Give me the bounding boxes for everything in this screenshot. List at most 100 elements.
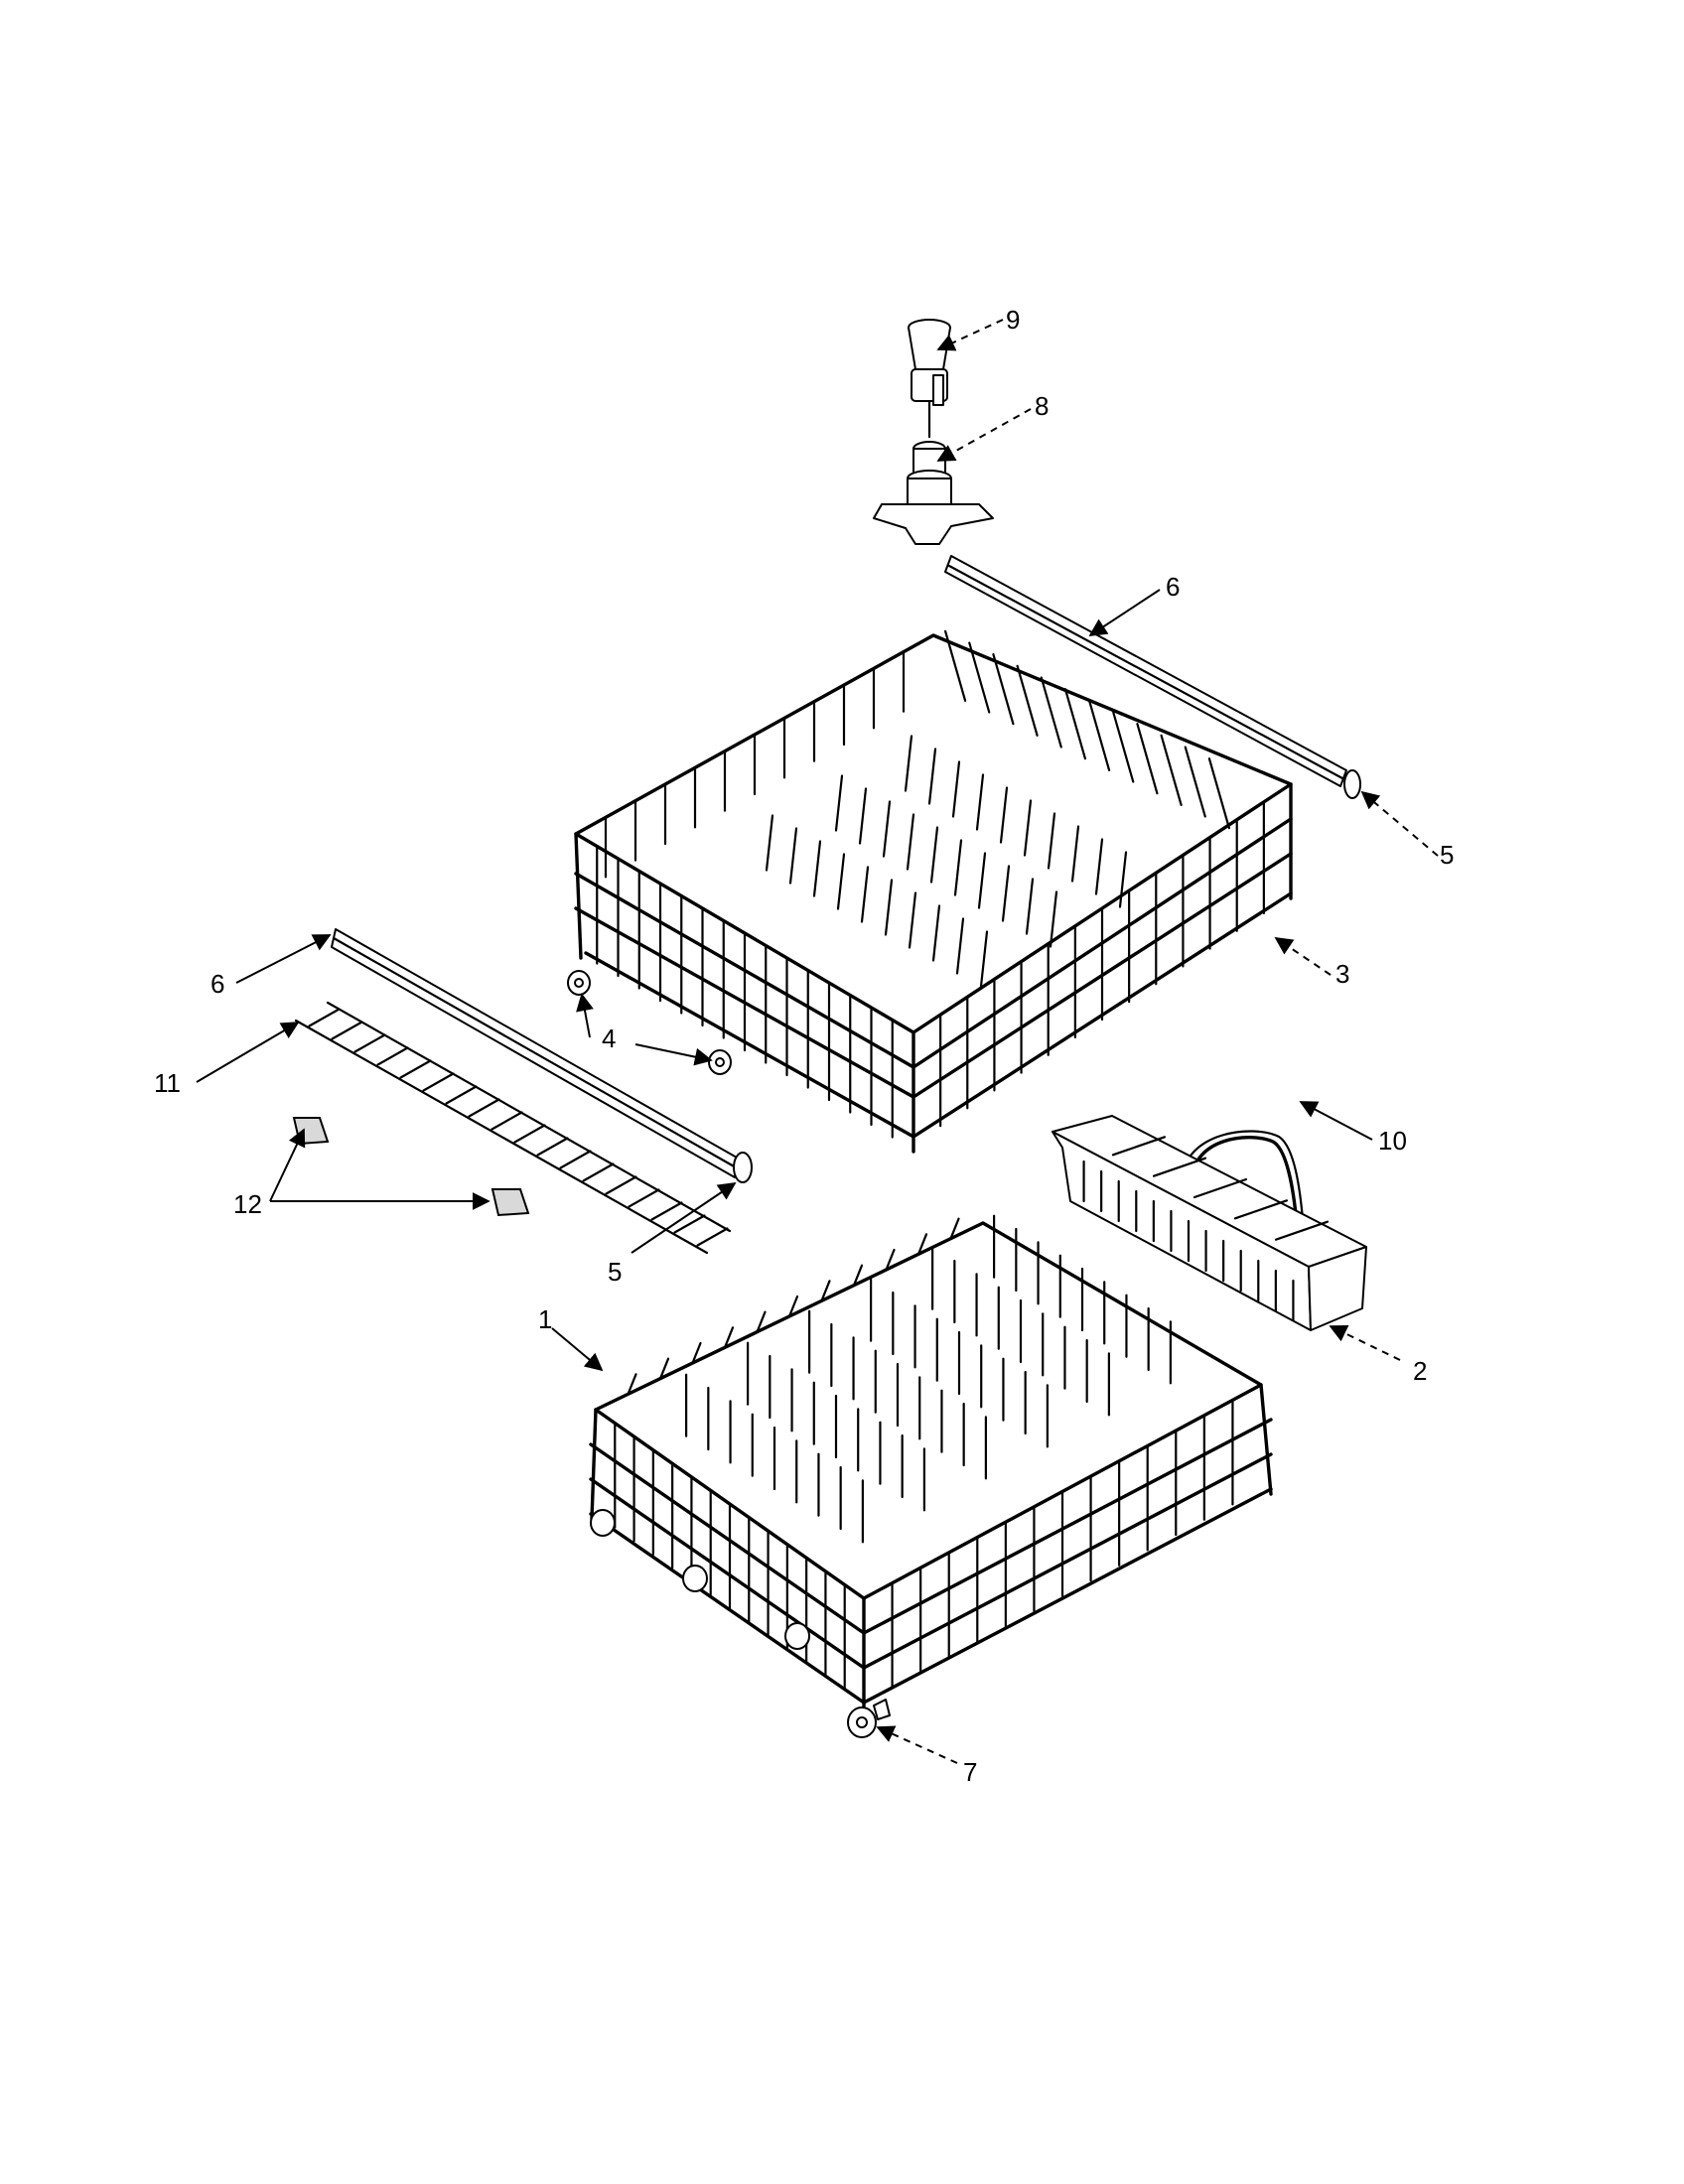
part-5-endcap-right [1343, 769, 1361, 799]
cup-shelf-slat [605, 1175, 637, 1195]
upper-rack-tine [953, 839, 963, 896]
upper-rack-tine [951, 760, 961, 818]
callout-labels: 9 8 6 5 3 4 6 11 10 12 5 1 2 7 [154, 305, 1454, 1787]
basket-divider [1233, 1199, 1289, 1220]
upper-rack-tine [1040, 676, 1062, 749]
upper-rack-tine [904, 735, 913, 792]
upper-rack-tine [908, 891, 917, 949]
lower-rack-back-wire [949, 1217, 960, 1240]
part-6-rail-left [331, 928, 738, 1178]
upper-rack-tine [788, 827, 798, 885]
part-3-upper-rack [574, 629, 1293, 1154]
upper-rack-tine [931, 904, 941, 962]
upper-rack-tine [979, 930, 989, 988]
callout-6-left: 6 [210, 969, 224, 999]
cup-shelf-slat [628, 1188, 660, 1208]
upper-rack-tine [858, 787, 868, 845]
cup-shelf-slat [513, 1124, 546, 1144]
part-12-clip-b [491, 1188, 530, 1217]
upper-rack-tine [1025, 878, 1035, 935]
callout-8: 8 [1035, 391, 1049, 421]
upper-rack-tine [1118, 851, 1128, 908]
callout-6-right: 6 [1166, 572, 1180, 602]
callout-3: 3 [1335, 959, 1349, 989]
lower-rack-back-wire [658, 1357, 670, 1380]
lower-rack-back-wire [820, 1280, 831, 1302]
callout-5-left: 5 [608, 1257, 622, 1287]
cup-shelf-slat [376, 1046, 409, 1066]
cup-shelf-slat [650, 1201, 683, 1221]
upper-rack-tine [1207, 757, 1231, 830]
upper-rack-tine [999, 786, 1009, 844]
cup-shelf-slat [445, 1085, 478, 1105]
cup-shelf-slat [468, 1098, 500, 1118]
lower-rack-back-wire [691, 1341, 702, 1365]
basket-divider [1193, 1177, 1248, 1199]
cup-shelf-slat [331, 1021, 363, 1040]
upper-rack-tine [834, 774, 844, 832]
upper-rack-tine [1094, 838, 1104, 895]
basket-divider [1274, 1220, 1330, 1241]
part-8-manifold [873, 441, 994, 545]
lower-rack-back-wire [723, 1326, 735, 1349]
part-6-rail-right [944, 555, 1347, 787]
part-7-wheel [847, 1699, 891, 1738]
upper-rack-tine [765, 814, 774, 872]
upper-rack-tine [812, 840, 822, 897]
part-9-nozzle [908, 319, 951, 439]
upper-rack-tine [1047, 812, 1056, 870]
part-5-endcap-left [733, 1152, 753, 1183]
lower-rack-back-wire [756, 1310, 767, 1333]
callout-1: 1 [538, 1304, 552, 1334]
upper-rack-tine [1016, 664, 1039, 737]
upper-rack-tine [975, 773, 985, 831]
upper-rack-tine [1112, 711, 1135, 783]
upper-rack-tine [882, 800, 892, 858]
upper-rack-tine [929, 826, 939, 884]
upper-rack-tine [906, 813, 915, 871]
lower-rack-back-wire [885, 1248, 896, 1272]
lower-rack-back-wire [787, 1295, 799, 1318]
upper-rack-tine [1001, 865, 1011, 922]
cup-shelf-slat [559, 1150, 592, 1169]
callout-7: 7 [963, 1757, 977, 1787]
upper-rack-tine [992, 653, 1015, 726]
cup-shelf-slat [491, 1111, 523, 1131]
callout-12: 12 [233, 1189, 262, 1219]
cup-shelf-slat [696, 1227, 729, 1247]
part-11-cup-shelf [294, 1001, 732, 1255]
callout-9: 9 [1006, 305, 1020, 335]
callout-11: 11 [154, 1068, 181, 1098]
cup-shelf-slat [353, 1033, 386, 1053]
upper-rack-tine [1063, 688, 1087, 760]
upper-rack-tine [1087, 699, 1111, 771]
upper-rack-tine [1136, 723, 1159, 795]
lower-rack-back-wire [916, 1233, 928, 1256]
upper-rack-tine [1160, 734, 1183, 806]
part-2-silverware-basket [1052, 1115, 1367, 1331]
upper-rack-tine [968, 641, 991, 714]
upper-rack-tine [836, 853, 846, 910]
callout-5-right: 5 [1440, 840, 1454, 870]
lower-rack-wheels [590, 1509, 810, 1650]
basket-divider [1152, 1157, 1207, 1177]
lower-rack-back-wire [852, 1264, 864, 1287]
callout-10: 10 [1378, 1126, 1407, 1156]
part-4-wheels [567, 970, 732, 1075]
upper-rack-tine [955, 917, 965, 975]
upper-rack-tine [884, 879, 894, 936]
upper-rack-tine [1184, 746, 1206, 818]
callout-4: 4 [602, 1024, 616, 1053]
basket-divider [1111, 1136, 1167, 1157]
cup-shelf-slat [582, 1162, 615, 1182]
cup-shelf-slat [399, 1059, 432, 1079]
upper-rack-tine [927, 748, 937, 805]
cup-shelf-slat [308, 1008, 341, 1027]
upper-rack-tine [860, 866, 870, 923]
upper-rack-tine [1049, 890, 1058, 948]
upper-rack-tine [1070, 825, 1080, 883]
cup-shelf-slat [673, 1214, 706, 1234]
upper-rack-tine [977, 852, 987, 909]
